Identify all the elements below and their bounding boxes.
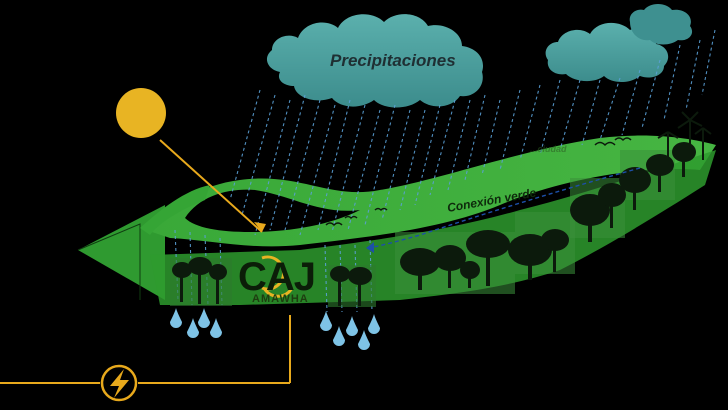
water-drop-icon [333, 326, 345, 346]
bird-icon [374, 207, 388, 212]
bird-icon [344, 215, 358, 220]
tree-icon [172, 257, 227, 304]
bird-icon [325, 222, 343, 227]
sun-icon [116, 88, 166, 138]
cloud-icon [545, 22, 669, 82]
rain-clouds: Precipitaciones [266, 4, 693, 108]
sun-ray-arrowhead [254, 222, 266, 232]
tree-silhouettes [170, 111, 712, 307]
sun-ray-line [159, 139, 263, 233]
logo-ring [262, 287, 294, 298]
lightning-bolt-icon [110, 369, 129, 398]
logo-ring [261, 255, 285, 291]
water-drop-icon [358, 330, 370, 350]
tree-icon [330, 266, 372, 306]
water-drop-icon [187, 318, 199, 338]
birds [325, 137, 632, 227]
water-drops [170, 308, 380, 350]
sun-group [116, 88, 266, 233]
bird-icon [614, 137, 632, 142]
water-drop-icon [368, 314, 380, 334]
band-lower [150, 150, 716, 305]
cloud-icon [266, 14, 484, 108]
logo-subtitle: AMAWHA [252, 293, 309, 305]
precipitation-label: Precipitaciones [330, 51, 456, 70]
arrow-head-outline [77, 223, 141, 300]
cloud-icon [629, 4, 693, 45]
faded-top-label: ...ciudad [530, 144, 567, 154]
lightning-bolt-icon-ring [100, 364, 138, 402]
flow-arrow [366, 167, 641, 253]
water-drop-icon [320, 311, 332, 331]
water-drop-icon [210, 318, 222, 338]
tree-icon [400, 111, 712, 290]
water-drop-icon [170, 308, 182, 328]
logo-text: CAJ [238, 255, 315, 299]
energy-line [0, 315, 291, 402]
water-drop-icon [346, 316, 358, 336]
band-tip [140, 185, 210, 235]
bird-icon [594, 141, 616, 147]
water-drop-icon [198, 308, 210, 328]
band-inner-hole [185, 189, 360, 232]
caj-logo: CAJ AMAWHA [238, 255, 316, 305]
rain-streaks [174, 29, 716, 313]
green-corridor-band [77, 135, 716, 305]
